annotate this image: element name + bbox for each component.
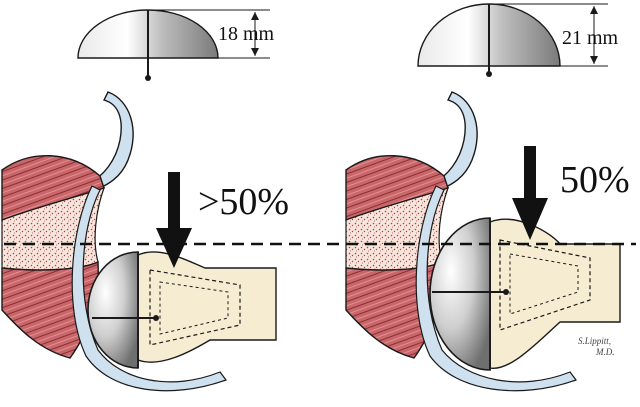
right-head-profile — [417, 3, 608, 77]
right-load-arrow — [512, 146, 548, 240]
signature-name: S.Lippitt, — [578, 336, 611, 346]
left-load-label: >50% — [198, 181, 289, 223]
left-head-profile — [77, 9, 270, 81]
left-head-height-label: 18 mm — [218, 23, 275, 45]
left-implant-stem — [149, 269, 241, 346]
left-humerus-shaft — [137, 251, 277, 363]
right-implant-stem — [499, 239, 591, 331]
left-prosthetic-head — [87, 251, 139, 369]
left-load-arrow — [156, 172, 192, 268]
signature-degree: M.D. — [595, 347, 615, 357]
right-load-label: 50% — [560, 159, 630, 201]
right-prosthetic-head — [429, 217, 491, 371]
left-panel: 18 mm >50% — [1, 9, 289, 392]
left-capsule — [71, 185, 227, 392]
right-head-height-label: 21 mm — [562, 27, 619, 49]
right-capsule — [415, 185, 577, 392]
right-panel: 21 mm 50% S.Lippitt, M.D. — [345, 3, 630, 392]
